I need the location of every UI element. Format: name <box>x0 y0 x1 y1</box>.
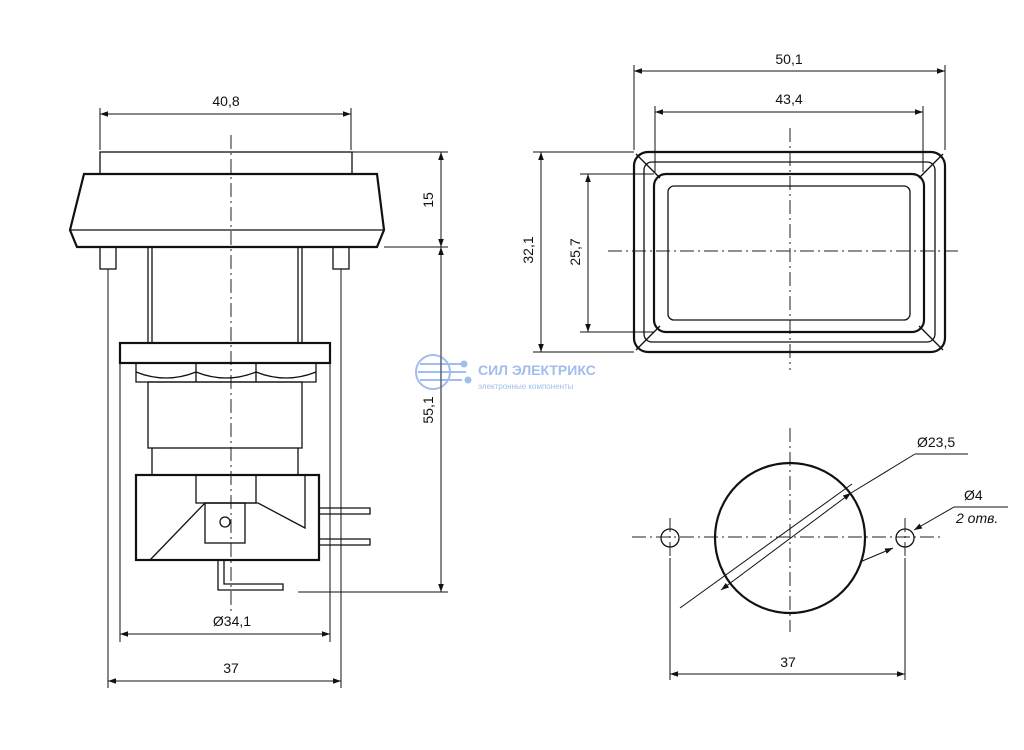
hole-diameter-label: Ø4 <box>964 487 983 503</box>
top-height-label: 15 <box>420 192 436 208</box>
cutout-dimensions: Ø23,5 Ø4 2 отв. 37 <box>669 434 1008 680</box>
bezel <box>68 172 386 249</box>
center-cutout <box>713 461 867 615</box>
pin-span-side-label: 37 <box>223 660 239 676</box>
front-view <box>608 128 958 370</box>
hex-nut <box>135 362 317 383</box>
outer-frame <box>632 150 947 354</box>
cutout-diameter-label: Ø23,5 <box>917 434 955 450</box>
front-dimensions: 50,1 43,4 32,1 25,7 <box>520 51 946 353</box>
watermark: СИЛ ЭЛЕКТРИКС электронные компоненты <box>415 354 596 391</box>
terminal-tab <box>204 502 246 544</box>
watermark-tagline: электронные компоненты <box>478 382 574 391</box>
latch-tab-left <box>99 246 117 270</box>
watermark-brand: СИЛ ЭЛЕКТРИКС <box>478 362 596 378</box>
lens-window <box>667 185 911 321</box>
hole-span-label: 37 <box>780 654 796 670</box>
panel-cutout-view <box>632 428 940 632</box>
lens-cap <box>99 151 353 175</box>
brand-logo-icon <box>415 354 472 390</box>
mounting-plate <box>118 341 332 365</box>
body-diameter-label: Ø34,1 <box>213 613 251 629</box>
inner-frame <box>652 172 926 334</box>
hole-count-label: 2 отв. <box>955 510 998 526</box>
side-view <box>68 135 386 615</box>
side-dimensions: 40,8 15 55,1 Ø34,1 37 <box>99 93 448 688</box>
window-height-label: 25,7 <box>567 238 583 265</box>
frame-width-label: 50,1 <box>775 51 802 67</box>
body-height-label: 55,1 <box>420 396 436 423</box>
frame-height-label: 32,1 <box>520 236 536 263</box>
window-width-label: 43,4 <box>775 91 802 107</box>
lower-body <box>147 381 303 449</box>
flange-width-label: 40,8 <box>212 93 239 109</box>
latch-tab-right <box>332 246 350 270</box>
